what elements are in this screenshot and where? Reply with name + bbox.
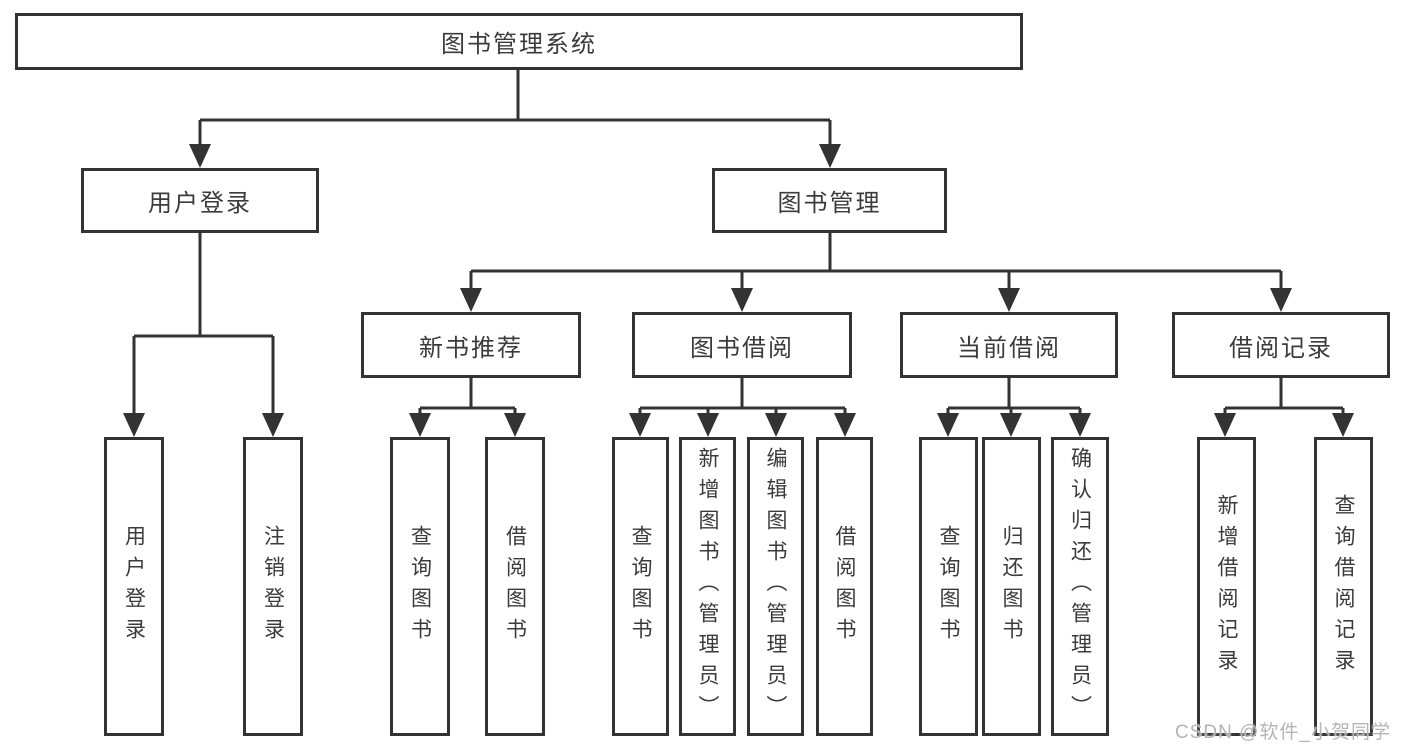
leaf-add-borrow-record: 新增借阅记录 xyxy=(1197,437,1256,736)
leaf-query-borrow-record: 查询借阅记录 xyxy=(1314,437,1373,736)
leaf-borrow-books-recommend: 借阅图书 xyxy=(485,437,545,736)
leaf-label: 新增借阅记录 xyxy=(1215,493,1238,680)
leaf-label: 查询图书 xyxy=(629,524,652,649)
leaf-label: 查询图书 xyxy=(408,524,432,649)
leaf-confirm-return-admin: 确认归还（管理员） xyxy=(1051,437,1109,736)
leaf-label: 查询图书 xyxy=(937,524,960,649)
leaf-label: 查询借阅记录 xyxy=(1332,493,1355,680)
leaf-label: 新增图书（管理员） xyxy=(696,447,719,726)
leaf-label: 借阅图书 xyxy=(833,524,856,649)
leaf-query-books-borrowing: 查询图书 xyxy=(612,437,669,736)
leaf-query-books-current: 查询图书 xyxy=(919,437,978,736)
csdn-watermark: CSDN @软件_小贺同学 xyxy=(1175,722,1391,743)
node-book-management: 图书管理 xyxy=(712,168,947,233)
leaf-label: 确认归还（管理员） xyxy=(1068,447,1092,726)
leaf-query-books-recommend: 查询图书 xyxy=(390,437,450,736)
leaf-borrow-books-borrowing: 借阅图书 xyxy=(816,437,873,736)
leaf-add-book-admin: 新增图书（管理员） xyxy=(679,437,736,736)
leaf-label: 编辑图书（管理员） xyxy=(764,447,787,726)
leaf-label: 用户登录 xyxy=(122,524,146,649)
leaf-return-book: 归还图书 xyxy=(982,437,1041,736)
leaf-logout: 注销登录 xyxy=(243,437,303,736)
leaf-label: 注销登录 xyxy=(261,524,285,649)
node-current-borrowing: 当前借阅 xyxy=(900,312,1118,378)
node-borrowing-records: 借阅记录 xyxy=(1172,312,1390,378)
node-library-management-system: 图书管理系统 xyxy=(15,13,1023,70)
leaf-label: 借阅图书 xyxy=(503,524,527,649)
node-new-book-recommendation: 新书推荐 xyxy=(361,312,581,378)
node-book-borrowing: 图书借阅 xyxy=(632,312,852,378)
leaf-label: 归还图书 xyxy=(1000,524,1023,649)
leaf-user-login: 用户登录 xyxy=(104,437,164,736)
leaf-edit-book-admin: 编辑图书（管理员） xyxy=(747,437,804,736)
node-user-login: 用户登录 xyxy=(81,168,319,233)
